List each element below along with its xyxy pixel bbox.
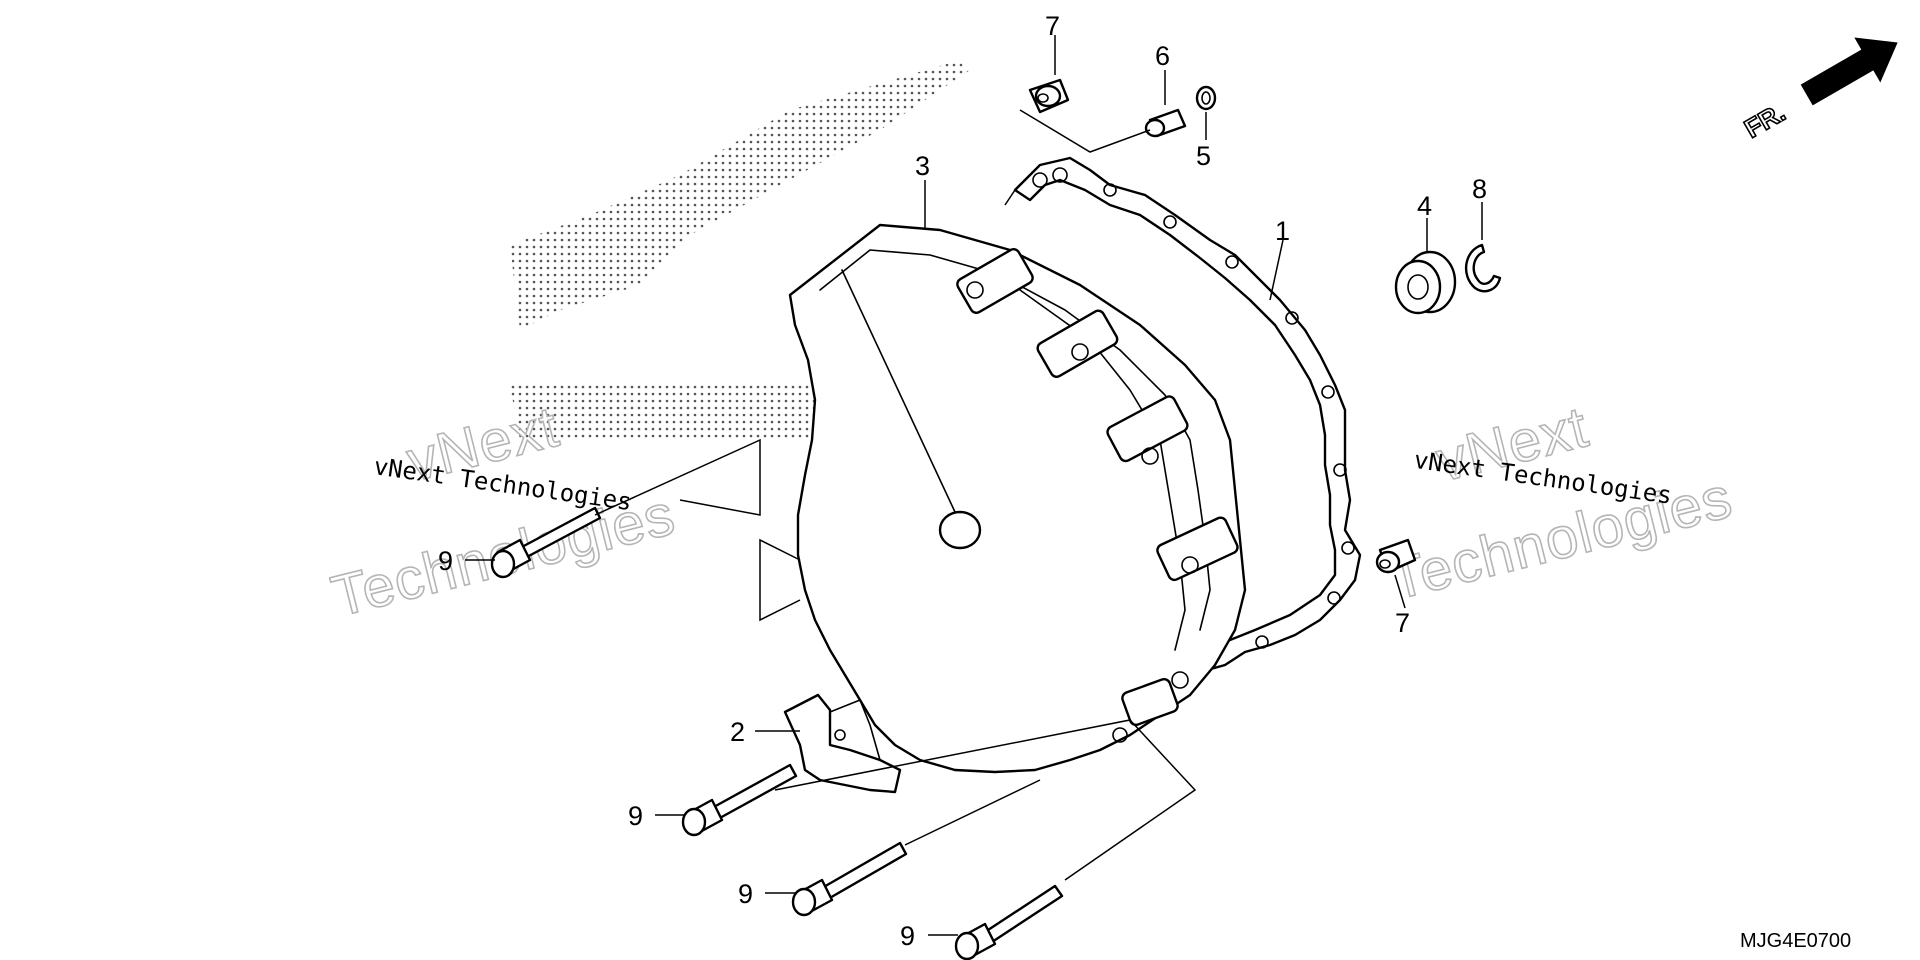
front-direction-arrow: FR. [1738, 37, 1898, 145]
callout-9-bottom: 9 [900, 921, 915, 951]
bolt-part-9-lower-mid [791, 841, 908, 917]
callout-labels: 7 6 5 3 1 4 8 7 2 9 9 9 9 [438, 11, 1487, 951]
circlip-part-8 [1464, 243, 1502, 293]
leader-lines [465, 35, 1483, 936]
callout-2: 2 [730, 717, 745, 747]
bolt-part-9-bracket [681, 763, 798, 837]
dowel-pin-part-7-right [1375, 538, 1417, 574]
oring-part-5 [1195, 85, 1217, 111]
callout-6: 6 [1155, 41, 1170, 71]
dowel-pin-part-7-top [1028, 78, 1070, 114]
bolt-part-9-left [490, 506, 602, 579]
callout-3: 3 [915, 151, 930, 181]
bolt-part-9-bottom [954, 884, 1064, 960]
callout-7-right: 7 [1395, 608, 1410, 638]
bearing-part-4 [1394, 250, 1457, 315]
bracket-part-2 [783, 693, 902, 794]
pin-part-6 [1144, 108, 1187, 138]
cover-bosses [956, 248, 1239, 743]
callout-8: 8 [1472, 174, 1487, 204]
cover-part-3 [788, 223, 1247, 774]
callout-5: 5 [1196, 141, 1211, 171]
callout-7-top: 7 [1045, 11, 1060, 41]
callout-9-lower-mid: 9 [738, 879, 753, 909]
callout-9-bracket: 9 [628, 801, 643, 831]
callout-1: 1 [1275, 216, 1290, 246]
callout-4: 4 [1417, 191, 1432, 221]
callout-9-left: 9 [438, 546, 453, 576]
drawing-code: MJG4E0700 [1740, 930, 1851, 952]
direction-label: FR. [1739, 97, 1790, 144]
